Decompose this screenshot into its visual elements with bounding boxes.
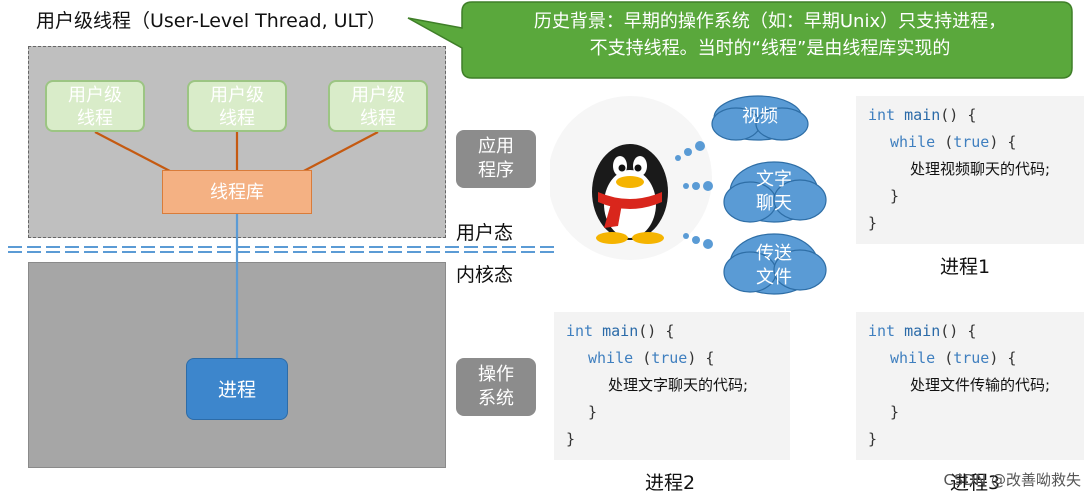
- code1-cond-close: ) {: [989, 133, 1017, 151]
- code1-close-outer: }: [868, 214, 878, 232]
- qq-penguin-illustration: [550, 96, 713, 260]
- code3-cond-open: (: [944, 349, 954, 367]
- ult-2-line2: 线程: [219, 108, 255, 129]
- user-level-thread-3: 用户级 线程: [328, 80, 428, 132]
- bubble-video-text: 视频: [742, 106, 778, 127]
- callout-line-2: 不支持线程。当时的“线程”是由线程库实现的: [589, 38, 951, 59]
- code3-kw-int: int: [868, 322, 896, 340]
- history-callout: [407, 1, 1073, 79]
- user-mode-label: 用户态: [456, 222, 514, 244]
- code3-body: 处理文件传输的代码;: [910, 376, 1051, 394]
- code2-close-inner: }: [588, 403, 598, 421]
- code1-cond-open: (: [944, 133, 954, 151]
- process-box: 进程: [186, 358, 288, 420]
- os-label-line2: 系统: [478, 388, 514, 409]
- code2-cond-close: ) {: [687, 349, 715, 367]
- cloud-text-chat: [723, 161, 827, 223]
- code2-kw-true: true: [651, 349, 688, 367]
- code1-kw-true: true: [953, 133, 990, 151]
- callout-line-1: 历史背景：早期的操作系统（如：早期Unix）只支持进程，: [533, 11, 1007, 32]
- application-label-line1: 应用: [478, 136, 514, 157]
- page-title: 用户级线程（User-Level Thread, ULT）: [36, 10, 387, 32]
- cloud-file-send: [723, 233, 827, 295]
- ult-1-line1: 用户级: [68, 85, 122, 106]
- code1-rest1: () {: [940, 106, 977, 124]
- code1-kw-while: while: [890, 133, 936, 151]
- code-block-process-1: int main() { while (true) { 处理视频聊天的代码; }…: [856, 96, 1084, 244]
- thread-library-box: 线程库: [162, 170, 312, 214]
- process-1-label: 进程1: [940, 256, 991, 278]
- code3-rest1: () {: [940, 322, 977, 340]
- credit-watermark: CSDN @改善呦救失: [943, 471, 1081, 489]
- ult-2-line1: 用户级: [210, 85, 264, 106]
- bubble-text-chat-line1: 文字: [756, 169, 792, 190]
- application-label-line2: 程序: [478, 160, 514, 181]
- bubble-text-chat-line2: 聊天: [756, 193, 792, 214]
- process-3-label: 进程3: [950, 472, 1001, 494]
- cloud-video: [711, 95, 809, 141]
- user-level-thread-2: 用户级 线程: [187, 80, 287, 132]
- code2-close-outer: }: [566, 430, 576, 448]
- code1-kw-int: int: [868, 106, 896, 124]
- code3-fn-main: main: [904, 322, 941, 340]
- code2-rest1: () {: [638, 322, 675, 340]
- code3-cond-close: ) {: [989, 349, 1017, 367]
- code2-fn-main: main: [602, 322, 639, 340]
- ult-3-line2: 线程: [360, 108, 396, 129]
- thought-clouds: [711, 95, 827, 295]
- ult-3-line1: 用户级: [351, 85, 405, 106]
- kernel-mode-label: 内核态: [456, 264, 514, 286]
- code2-kw-while: while: [588, 349, 634, 367]
- code-block-process-3: int main() { while (true) { 处理文件传输的代码; }…: [856, 312, 1084, 460]
- ult-1-line2: 线程: [77, 108, 113, 129]
- connector-lines: [8, 131, 556, 358]
- operating-system-label: 操作 系统: [456, 358, 536, 416]
- code3-kw-true: true: [953, 349, 990, 367]
- bubble-text-chat: 文字 聊天: [734, 168, 814, 216]
- code2-body: 处理文字聊天的代码;: [608, 376, 749, 394]
- code1-body: 处理视频聊天的代码;: [910, 160, 1051, 178]
- bubble-file-send: 传送 文件: [734, 242, 814, 290]
- code2-cond-open: (: [642, 349, 652, 367]
- code3-close-outer: }: [868, 430, 878, 448]
- user-level-thread-1: 用户级 线程: [45, 80, 145, 132]
- process-2-label: 进程2: [645, 472, 696, 494]
- os-label-line1: 操作: [478, 364, 514, 385]
- bubble-file-send-line1: 传送: [756, 243, 792, 264]
- code3-kw-while: while: [890, 349, 936, 367]
- bubble-file-send-line2: 文件: [756, 267, 792, 288]
- code2-kw-int: int: [566, 322, 594, 340]
- code3-close-inner: }: [890, 403, 900, 421]
- code1-fn-main: main: [904, 106, 941, 124]
- code-block-process-2: int main() { while (true) { 处理文字聊天的代码; }…: [554, 312, 790, 460]
- history-callout-text: 历史背景：早期的操作系统（如：早期Unix）只支持进程， 不支持线程。当时的“线…: [468, 8, 1072, 62]
- application-label: 应用 程序: [456, 130, 536, 188]
- code1-close-inner: }: [890, 187, 900, 205]
